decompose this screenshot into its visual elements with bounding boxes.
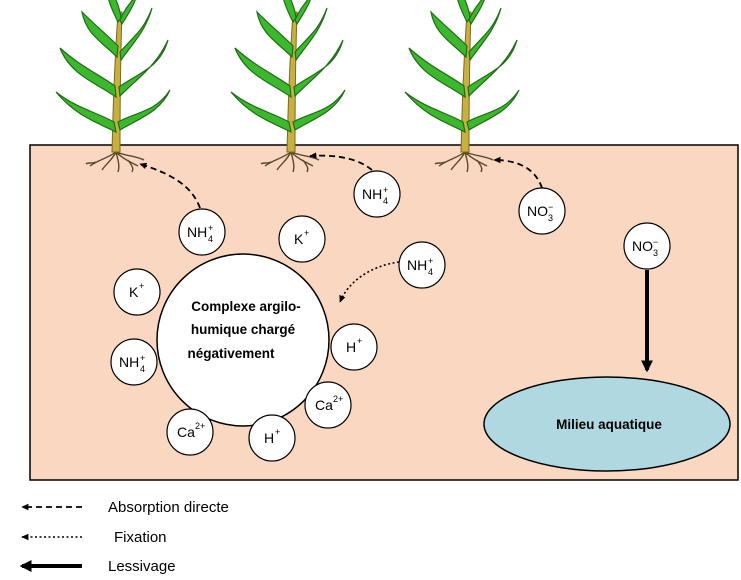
arrow-fixation-nh4 [339,261,400,303]
svg-text:+: + [208,223,213,233]
ion-ca-right: Ca 2+ [304,381,352,429]
complex-label-line1: Complexe argilo- [191,299,301,314]
svg-text:+: + [275,427,280,437]
legend: Absorption directe Fixation Lessivage [19,499,229,575]
legend-direct-label: Absorption directe [108,499,229,516]
aquatic-label: Milieu aquatique [556,417,662,432]
svg-text:H: H [346,339,356,355]
svg-text:NH: NH [119,354,139,370]
svg-text:K: K [129,284,139,300]
arrow-absorption-no3 [493,156,543,189]
svg-text:NO: NO [632,238,653,254]
legend-fixation-label: Fixation [114,529,167,546]
svg-text:4: 4 [428,267,433,277]
svg-text:Ca: Ca [177,424,195,440]
arrow-absorption-nh4-left [139,162,201,209]
svg-text:Ca: Ca [315,397,333,413]
svg-text:+: + [428,256,433,266]
svg-text:+: + [357,336,362,346]
svg-text:+: + [304,228,309,238]
svg-text:2+: 2+ [195,421,205,431]
svg-text:2+: 2+ [333,394,343,404]
svg-text:K: K [294,231,304,247]
ion-k-left: K + [113,268,161,316]
svg-text:4: 4 [140,364,145,374]
svg-text:NH: NH [362,186,382,202]
aquatic-environment [483,376,731,472]
svg-text:3: 3 [653,248,658,258]
legend-leaching-label: Lessivage [108,558,176,575]
arrow-absorption-nh4-middle [309,152,373,171]
svg-text:NH: NH [187,224,207,240]
svg-text:NH: NH [407,257,427,273]
ion-h-bottom: H + [248,414,296,462]
ion-k-upper: K + [278,215,326,263]
svg-text:+: + [139,281,144,291]
ion-nh4-top-left: NH + 4 [178,208,226,256]
ion-nh4-fixation: NH + 4 [398,241,446,289]
ion-h-right: H + [330,323,378,371]
svg-text:3: 3 [548,213,553,223]
svg-text:+: + [383,185,388,195]
clay-humus-complex [156,253,330,427]
svg-text:+: + [140,353,145,363]
svg-text:H: H [264,430,274,446]
svg-text:−: − [548,202,553,212]
ion-nh4-middle: NH + 4 [353,170,401,218]
ion-no3-leaching: NO − 3 [623,222,671,270]
ion-no3-top-right: NO − 3 [518,187,566,235]
svg-text:4: 4 [383,196,388,206]
ion-ca-bottom: Ca 2+ [166,408,214,456]
complex-label-line3: négativement [187,346,275,361]
svg-text:−: − [653,237,658,247]
complex-label-line2: humique chargé [191,322,296,337]
ion-nh4-left: NH + 4 [110,338,158,386]
svg-text:NO: NO [527,203,548,219]
svg-text:4: 4 [208,234,213,244]
